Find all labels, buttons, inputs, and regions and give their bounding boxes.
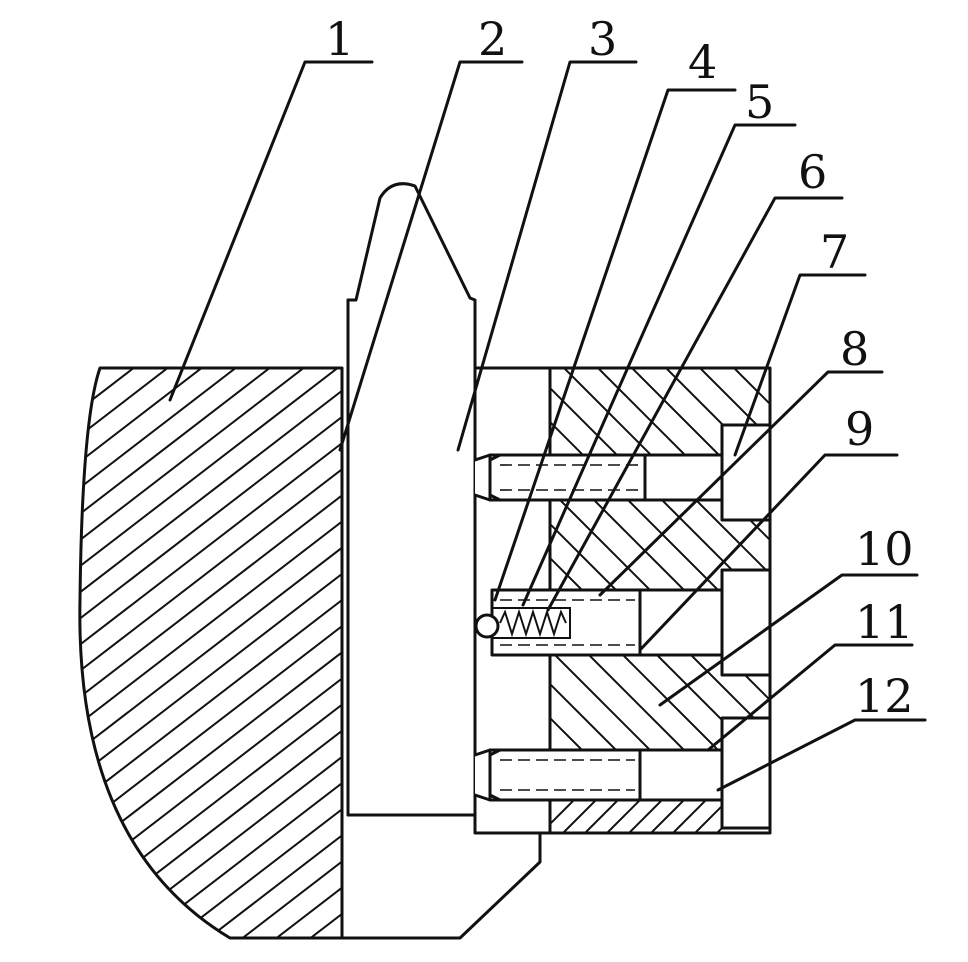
hatch-line — [550, 368, 656, 590]
hatch-line — [79, 368, 342, 938]
hatch-line — [617, 655, 724, 750]
hatch-line — [550, 368, 622, 590]
hatch-line — [964, 360, 968, 595]
hatch-line — [164, 368, 342, 938]
hatch-line — [79, 368, 342, 938]
detent-ball — [474, 613, 500, 639]
hatch-line — [550, 655, 656, 750]
label-10: 10 — [855, 522, 914, 576]
label-2: 2 — [478, 12, 507, 66]
label-3: 3 — [588, 12, 617, 66]
hatch-line — [79, 368, 342, 938]
label-4: 4 — [688, 35, 717, 89]
hatch-line — [79, 368, 342, 938]
hatch-line — [79, 368, 111, 938]
hatch-line — [79, 368, 315, 938]
label-9: 9 — [845, 402, 874, 456]
hatch-line — [0, 360, 76, 945]
hatch-line — [583, 655, 690, 750]
hatch-line — [79, 368, 342, 938]
hatch-line — [79, 368, 281, 938]
label-11: 11 — [855, 595, 914, 649]
hatch-line — [657, 368, 770, 590]
label-12: 12 — [855, 669, 914, 723]
hatch-line — [914, 360, 968, 945]
hatch-line — [0, 360, 8, 945]
hatch-line — [550, 655, 588, 750]
leader-lines — [168, 60, 927, 792]
hatch-line — [79, 368, 342, 938]
hatch-line — [79, 368, 179, 938]
hatch-line — [880, 360, 968, 945]
label-1: 1 — [325, 12, 354, 66]
spring — [499, 608, 567, 638]
body-outline — [78, 366, 344, 940]
hatch-line — [79, 368, 247, 938]
label-5: 5 — [745, 75, 774, 129]
hatch-line — [80, 360, 315, 595]
hatch-line — [79, 368, 342, 938]
hatch-line — [0, 360, 42, 945]
part-labels: 1 2 3 4 5 6 7 8 9 10 11 12 — [325, 12, 914, 723]
hatch-line — [685, 655, 770, 750]
hatch-line — [79, 368, 342, 938]
hatch-line — [79, 368, 342, 938]
hatch-line — [79, 368, 342, 938]
hatch-line — [79, 368, 342, 938]
hatch-line — [79, 368, 342, 938]
hatch-line — [96, 368, 342, 938]
hatch-line — [948, 360, 968, 945]
hatch-line — [725, 368, 770, 590]
hatch-line — [930, 360, 968, 595]
hatch-line — [550, 800, 580, 833]
hatch-line — [198, 368, 342, 938]
hatch-line — [812, 360, 968, 945]
hatch-line — [79, 368, 145, 938]
hatch-line — [776, 795, 821, 840]
upper-screw — [473, 423, 772, 522]
hatch-line — [79, 368, 342, 938]
hatch-line — [691, 368, 770, 590]
hatch-line — [798, 795, 843, 840]
label-8: 8 — [840, 322, 869, 376]
middle-plunger — [474, 568, 772, 677]
hatch-line — [550, 655, 622, 750]
label-7: 7 — [820, 225, 849, 279]
hatch-line — [79, 368, 213, 938]
hatch-line — [114, 360, 349, 595]
hatch-line — [130, 368, 342, 938]
label-6: 6 — [798, 145, 827, 199]
blade-outline — [340, 182, 542, 940]
